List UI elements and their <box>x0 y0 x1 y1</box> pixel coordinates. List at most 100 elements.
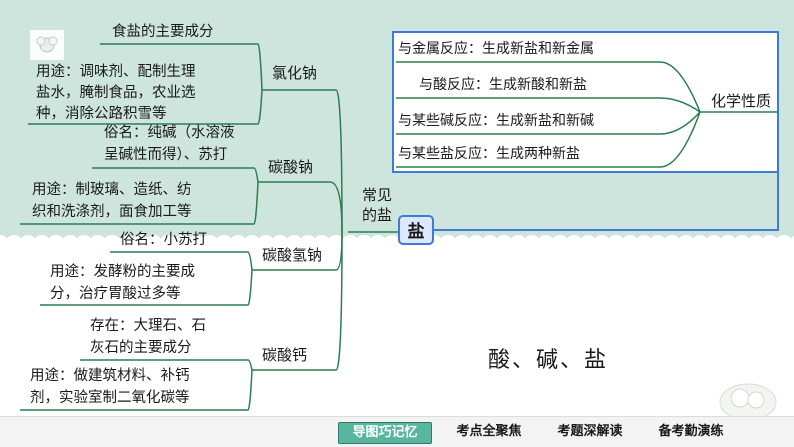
salt-fact[interactable]: 俗名：纯碱（水溶液呈碱性而得）、苏打 <box>104 124 235 163</box>
salt-connector <box>335 231 343 371</box>
scallop <box>145 235 163 253</box>
scallop <box>215 235 233 253</box>
scallop <box>649 235 667 253</box>
scallop <box>103 235 121 253</box>
scallop <box>131 235 149 253</box>
main-branch-label[interactable]: 常见 的盐 <box>362 186 397 224</box>
tab-mind-map[interactable]: 导图巧记忆 <box>338 422 432 444</box>
scallop <box>75 235 93 253</box>
chemical-property-item[interactable]: 与酸反应：生成新酸和新盐 <box>419 76 587 93</box>
scallop <box>719 235 737 253</box>
property-connector <box>659 111 701 135</box>
scallop <box>383 235 401 253</box>
chemical-properties-box <box>392 31 779 173</box>
scallop <box>565 235 583 253</box>
scallop <box>299 235 317 253</box>
scallop <box>733 235 751 253</box>
scallop <box>509 235 527 253</box>
scallop <box>775 235 793 253</box>
chemical-property-item[interactable]: 与某些盐反应：生成两种新盐 <box>398 145 580 162</box>
scallop <box>159 235 177 253</box>
fact-connector <box>253 181 259 225</box>
scallop <box>635 235 653 253</box>
salt-fact[interactable]: 存在：大理石、石灰石的主要成分 <box>90 317 206 356</box>
scallop <box>355 235 373 253</box>
salt-fact[interactable]: 用途：制玻璃、造纸、纺织和洗涤剂，面食加工等 <box>32 181 192 220</box>
scallop <box>481 235 499 253</box>
scallop <box>705 235 723 253</box>
scallop <box>369 235 387 253</box>
salt-name[interactable]: 碳酸钙 <box>262 346 307 364</box>
scallop <box>537 235 555 253</box>
scallop <box>229 235 247 253</box>
scallop <box>187 235 205 253</box>
scallop <box>327 235 345 253</box>
scallop <box>271 235 289 253</box>
bottom-nav: 导图巧记忆 考点全聚焦 考题深解读 备考勤演练 <box>0 416 794 447</box>
salt-name[interactable]: 氯化钠 <box>272 64 317 82</box>
scallop <box>607 235 625 253</box>
scallop <box>677 235 695 253</box>
salt-name[interactable]: 碳酸氢钠 <box>262 246 322 264</box>
scallop <box>453 235 471 253</box>
scallop <box>761 235 779 253</box>
center-to-properties-connector <box>433 172 779 231</box>
salt-fact[interactable]: 食盐的主要成分 <box>112 23 214 40</box>
fact-connector <box>257 89 263 125</box>
flower-decoration-icon <box>719 383 777 421</box>
salt-name[interactable]: 碳酸钠 <box>268 158 313 176</box>
fact-connector <box>257 43 263 91</box>
property-connector <box>659 111 701 168</box>
property-connector <box>659 97 701 113</box>
scallop <box>593 235 611 253</box>
scallop <box>173 235 191 253</box>
salt-fact[interactable]: 用途：发酵粉的主要成分，治疗胃酸过多等 <box>50 263 195 302</box>
scallop <box>201 235 219 253</box>
scallop <box>551 235 569 253</box>
scallop <box>341 235 359 253</box>
scallop <box>243 235 261 253</box>
salt-fact[interactable]: 用途：调味剂、配制生理盐水，腌制食品，农业选种，消除公路积雪等 <box>36 63 196 122</box>
scallop <box>579 235 597 253</box>
scallop <box>257 235 275 253</box>
scallop <box>495 235 513 253</box>
center-node-label[interactable]: 盐 <box>408 221 425 242</box>
scallop <box>89 235 107 253</box>
scallop <box>47 235 65 253</box>
scallop <box>285 235 303 253</box>
flower-decoration-icon <box>30 30 64 60</box>
topic-title: 酸、碱、盐 <box>488 348 608 373</box>
salt-fact[interactable]: 用途：做建筑材料、补钙剂，实验室制二氧化碳等 <box>30 367 190 406</box>
tab-exam-practice[interactable]: 备考勤演练 <box>658 424 724 439</box>
fact-connector <box>253 167 259 183</box>
chemical-properties-group: 与金属反应：生成新盐和新金属与酸反应：生成新酸和新盐与某些碱反应：生成新盐和新碱… <box>396 40 778 168</box>
scallop <box>61 235 79 253</box>
salt-connector <box>329 181 343 233</box>
scallop <box>663 235 681 253</box>
salts-group: 氯化钠 食盐的主要成分用途：调味剂、配制生理盐水，腌制食品，农业选种，消除公路积雪… <box>20 23 343 411</box>
scallop <box>747 235 765 253</box>
scallop <box>33 235 51 253</box>
scallop <box>789 235 794 253</box>
chemical-properties-label[interactable]: 化学性质 <box>711 92 771 110</box>
fact-connector <box>247 369 253 411</box>
salt-fact[interactable]: 俗名：小苏打 <box>120 231 207 248</box>
scallop <box>621 235 639 253</box>
scallop <box>439 235 457 253</box>
scallop <box>117 235 135 253</box>
chemical-property-item[interactable]: 与金属反应：生成新盐和新金属 <box>398 40 594 57</box>
scallop <box>313 235 331 253</box>
tab-key-points[interactable]: 考点全聚焦 <box>456 424 522 439</box>
fact-connector <box>247 251 253 271</box>
scallop <box>691 235 709 253</box>
scallop-border <box>0 235 794 253</box>
scallop <box>5 235 23 253</box>
fact-connector <box>247 269 253 306</box>
scallop <box>19 235 37 253</box>
chemical-property-item[interactable]: 与某些碱反应：生成新盐和新碱 <box>398 112 594 129</box>
tab-question-analysis[interactable]: 考题深解读 <box>557 424 623 439</box>
scallop <box>467 235 485 253</box>
scallop <box>523 235 541 253</box>
property-connector <box>659 61 701 113</box>
